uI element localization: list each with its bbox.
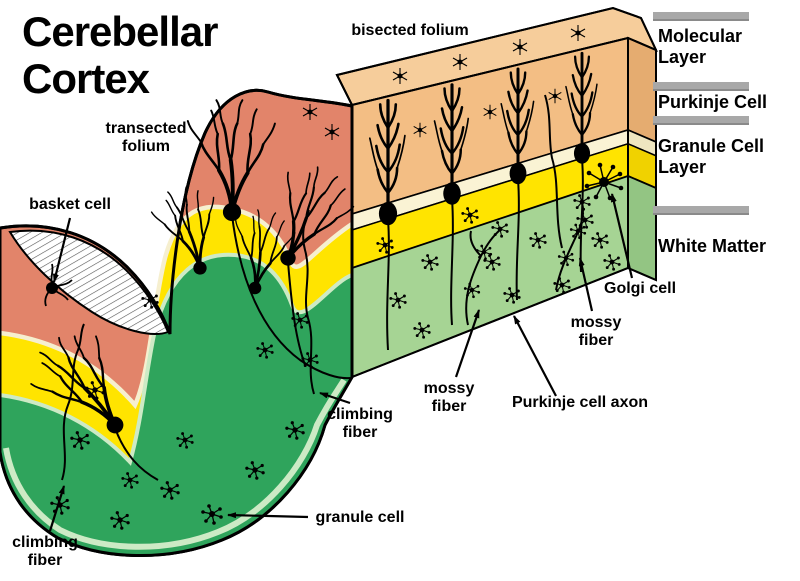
- climbing-fiber-block: [544, 94, 563, 249]
- purkinje-axon: [450, 198, 454, 326]
- climbing-fiber-folium-left: [61, 323, 85, 481]
- climbing-fiber-mid-arrow: [319, 391, 351, 405]
- label-climbing-fiber-left: climbing fiber: [12, 534, 78, 569]
- folium-outline-restroke: [0, 88, 354, 557]
- bottom-highlight-strip: [3, 378, 347, 550]
- mossy-fibers: [463, 193, 592, 326]
- label-golgi-cell: Golgi cell: [603, 280, 677, 297]
- annotation-arrows: [48, 193, 634, 532]
- label-basket-cell: basket cell: [29, 196, 111, 213]
- cut-surface-hatching: [8, 229, 170, 335]
- mossy-fiber-right-arrow: [578, 257, 594, 312]
- purkinje-axon: [386, 218, 390, 351]
- label-transected-folium: transected folium: [105, 120, 187, 155]
- layer-divider-bar: [653, 12, 749, 21]
- mossy-fiber-left-arrow: [454, 309, 481, 378]
- layer-divider-bar: [653, 82, 749, 91]
- layer-divider-bar: [653, 116, 749, 125]
- golgi-cell-arrow: [610, 193, 634, 279]
- basket-cell-arrow: [52, 217, 72, 283]
- figure-title: Cerebellar Cortex: [22, 8, 218, 103]
- legend-molecular-layer: Molecular Layer: [658, 26, 743, 67]
- label-climbing-fiber-mid: climbing fiber: [327, 406, 393, 441]
- legend-purkinje-cell: Purkinje Cell: [658, 92, 768, 112]
- legend-white-matter: White Matter: [658, 236, 766, 256]
- label-purkinje-cell-axon: Purkinje cell axon: [511, 394, 649, 411]
- label-granule-cell: granule cell: [315, 509, 405, 526]
- folium-white-matter: [0, 254, 352, 556]
- label-mossy-fiber-right: mossy fiber: [570, 314, 622, 349]
- label-mossy-fiber-left: mossy fiber: [423, 380, 475, 415]
- layer-divider-bar: [653, 206, 749, 215]
- climbing-fiber-folium-right: [302, 209, 315, 395]
- purkinje-cell-axon-arrow: [513, 315, 557, 397]
- purkinje-neurons-folium: [17, 98, 364, 481]
- purkinje-axon: [515, 178, 520, 301]
- climbing-fiber-left-arrow: [48, 485, 66, 532]
- block-end-molecular: [627, 36, 657, 144]
- bisected-folium-block: [335, 6, 659, 379]
- transected-folium: [0, 88, 364, 557]
- block-end-green: [627, 174, 657, 282]
- legend-granule-cell-layer: Granule Cell Layer: [658, 136, 765, 177]
- granule-white-boundary-strip: [0, 252, 353, 466]
- granule-cell-arrow: [227, 512, 309, 519]
- label-bisected-folium: bisected folium: [351, 22, 469, 39]
